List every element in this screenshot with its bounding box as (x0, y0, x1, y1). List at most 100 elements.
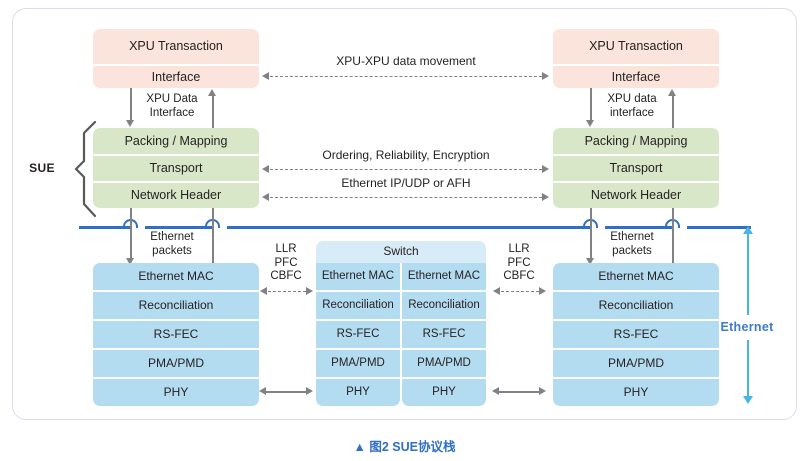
ethernet-line-seg4 (605, 226, 672, 229)
left-stack-ethernet-mac: Ethernet MAC (93, 263, 259, 290)
xpu-xpu-link-label: XPU-XPU data movement (336, 54, 476, 68)
ethernet-ip-dashed-line (270, 197, 542, 198)
ordering-arrow-left (262, 165, 269, 173)
right-ethernet-packets-label: Ethernet packets (600, 231, 664, 258)
switch-right-ethernet-mac: Ethernet MAC (402, 263, 486, 290)
sue-bracket (74, 120, 97, 218)
right-down-connector-arrowhead (586, 120, 594, 127)
llr-right-dashed-line (501, 291, 539, 292)
llr-left-dashed-line (268, 291, 306, 292)
llr-left-line3: CBFC (270, 270, 302, 283)
phy-left-link-line (266, 391, 310, 393)
right-packets-down-arrowhead (586, 258, 594, 265)
left-packets-down-arrowhead (126, 258, 134, 265)
ethernet-line-seg2 (145, 226, 212, 229)
llr-left-line1: LLR (275, 243, 297, 255)
right-interface-box: Interface (553, 66, 719, 88)
ethernet-line-seg1 (79, 226, 130, 229)
ethernet-scope-arrow-down (743, 396, 753, 404)
right-stack-pma-pmd: PMA/PMD (553, 350, 719, 377)
left-ethernet-packets-line1: Ethernet (150, 231, 194, 243)
llr-left-arrow-left (260, 287, 267, 295)
llr-left-line2: PFC (274, 256, 298, 269)
switch-left-phy: PHY (316, 379, 400, 406)
switch-right-reconciliation: Reconciliation (402, 292, 486, 319)
phy-right-link-line (499, 391, 543, 393)
switch-left-pma-pmd: PMA/PMD (316, 350, 400, 377)
left-stack-pma-pmd: PMA/PMD (93, 350, 259, 377)
right-xpu-data-interface-label: XPU data interface (599, 93, 665, 120)
right-packets-down-line (590, 208, 592, 261)
llr-right-arrow-right (539, 287, 546, 295)
left-stack-rs-fec: RS-FEC (93, 321, 259, 348)
phy-right-arrow-left (492, 387, 499, 395)
ethernet-ip-link-label: Ethernet IP/UDP or AFH (341, 176, 471, 190)
llr-left-label: LLR PFC CBFC (262, 243, 310, 284)
right-xpu-data-interface-line2: interface (609, 106, 655, 119)
left-network-header-box: Network Header (93, 183, 259, 208)
left-down-connector-arrowhead (126, 120, 134, 127)
right-stack-phy: PHY (553, 379, 719, 406)
llr-right-line1: LLR (508, 243, 530, 255)
left-stack-phy: PHY (93, 379, 259, 406)
switch-right-rs-fec: RS-FEC (402, 321, 486, 348)
right-up-connector-arrowhead (668, 89, 676, 96)
right-network-header-box: Network Header (553, 183, 719, 208)
ethernet-scope-line-bottom (746, 340, 750, 397)
left-xpu-transaction-box: XPU Transaction (93, 29, 259, 64)
right-packing-mapping-box: Packing / Mapping (553, 128, 719, 154)
ordering-arrow-right (542, 165, 549, 173)
llr-right-arrow-left (493, 287, 500, 295)
left-xpu-data-interface-line1: XPU Data (146, 93, 198, 105)
left-xpu-data-interface-line2: Interface (149, 106, 195, 119)
ethernet-scope-label: Ethernet (720, 320, 774, 334)
left-ethernet-packets-label: Ethernet packets (140, 231, 204, 258)
ethernet-line-seg3 (227, 226, 590, 229)
left-down-connector-line (130, 88, 132, 122)
switch-right-pma-pmd: PMA/PMD (402, 350, 486, 377)
left-transport-box: Transport (93, 156, 259, 181)
ethernet-scope-arrow-up (743, 226, 753, 234)
llr-left-arrow-right (306, 287, 313, 295)
left-packets-up-line (212, 208, 214, 263)
ethernet-ip-arrow-left (262, 193, 269, 201)
llr-right-line2: PFC (507, 256, 531, 269)
xpu-xpu-arrow-left (262, 72, 269, 80)
ethernet-scope-line-top (746, 233, 750, 315)
phy-left-arrow-right (306, 387, 313, 395)
right-xpu-transaction-box: XPU Transaction (553, 29, 719, 64)
sue-label: SUE (29, 161, 55, 175)
left-up-connector-arrowhead (208, 89, 216, 96)
switch-left-reconciliation: Reconciliation (316, 292, 400, 319)
right-stack-reconciliation: Reconciliation (553, 292, 719, 319)
ethernet-line-seg5 (687, 226, 751, 229)
switch-left-ethernet-mac: Ethernet MAC (316, 263, 400, 290)
ordering-dashed-line (270, 169, 542, 170)
right-up-connector-line (672, 95, 674, 128)
right-ethernet-packets-line1: Ethernet (610, 231, 654, 243)
left-packets-down-line (130, 208, 132, 261)
right-stack-rs-fec: RS-FEC (553, 321, 719, 348)
llr-right-line3: CBFC (503, 270, 535, 283)
right-stack-ethernet-mac: Ethernet MAC (553, 263, 719, 290)
left-packing-mapping-box: Packing / Mapping (93, 128, 259, 154)
llr-right-label: LLR PFC CBFC (495, 243, 543, 284)
xpu-xpu-dashed-line (270, 76, 542, 77)
right-xpu-data-interface-line1: XPU data (607, 93, 657, 105)
left-xpu-data-interface-label: XPU Data Interface (139, 93, 205, 120)
phy-right-arrow-right (539, 387, 546, 395)
right-transport-box: Transport (553, 156, 719, 181)
left-ethernet-packets-line2: packets (152, 244, 192, 257)
phy-left-arrow-left (259, 387, 266, 395)
left-stack-reconciliation: Reconciliation (93, 292, 259, 319)
switch-right-phy: PHY (402, 379, 486, 406)
figure-caption: ▲ 图2 SUE协议栈 (353, 440, 456, 454)
ethernet-ip-arrow-right (542, 193, 549, 201)
left-interface-box: Interface (93, 66, 259, 88)
xpu-xpu-arrow-right (542, 72, 549, 80)
right-ethernet-packets-line2: packets (612, 244, 652, 257)
switch-title: Switch (316, 241, 486, 263)
ordering-link-label: Ordering, Reliability, Encryption (322, 148, 490, 162)
right-down-connector-line (590, 88, 592, 122)
